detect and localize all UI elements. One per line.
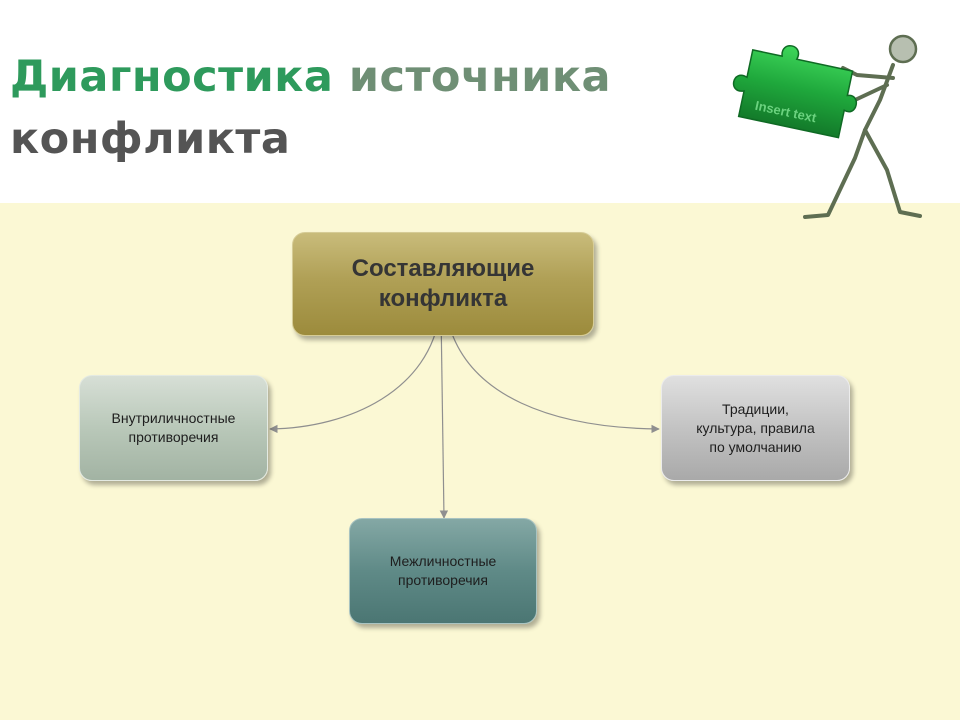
diagram-node-traditions: Традиции, культура, правила по умолчанию — [661, 375, 850, 481]
diagram-node-interpersonal: Межличностные противоречия — [349, 518, 537, 624]
diagram-root-node: Составляющие конфликта — [292, 232, 594, 336]
connector-bottom — [439, 311, 449, 519]
root-node-label: Составляющие конфликта — [351, 255, 535, 312]
diagram-node-intrapersonal: Внутриличностные противоречия — [79, 375, 268, 481]
stick-figure-with-puzzle-piece-icon: Insert text — [733, 34, 922, 219]
title-word-source: источника — [348, 52, 612, 102]
stick-figure-head — [888, 34, 918, 64]
page-title: Диагностика источника конфликта — [10, 46, 611, 170]
puzzle-piece: Insert text — [733, 45, 857, 139]
node-interpersonal-label: Межличностные противоречия — [389, 553, 497, 588]
title-word-diagnostics: Диагностика — [10, 52, 334, 102]
connector-left — [269, 311, 441, 434]
connector-right — [445, 311, 660, 434]
title-word-conflict: конфликта — [10, 114, 291, 164]
node-traditions-label: Традиции, культура, правила по умолчанию — [696, 400, 815, 455]
node-intrapersonal-label: Внутриличностные противоречия — [111, 410, 236, 445]
